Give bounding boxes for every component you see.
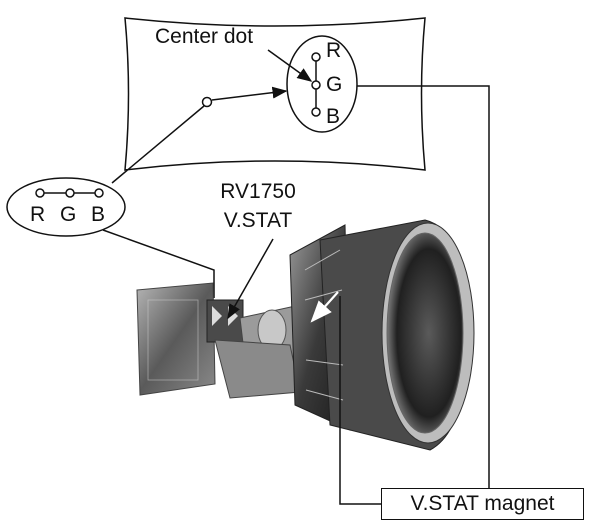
beam-dot-r [35, 188, 45, 198]
center-dot-label: Center dot [155, 25, 254, 48]
screen-g-label: G [326, 73, 343, 96]
screen-dot-b [311, 107, 321, 117]
screen-dot-r [311, 52, 321, 62]
screen-to-magnet-line [357, 85, 490, 488]
beam-to-board-line [102, 229, 215, 298]
screen-dot-ellipse [286, 35, 358, 133]
magnet-callout-box: V.STAT magnet [381, 488, 584, 520]
beam-r-label: R [30, 203, 46, 226]
center-dot-leader [267, 49, 313, 82]
screen-dot-g [311, 80, 321, 90]
beam-link-line [111, 105, 205, 184]
beam-dot-b [94, 188, 104, 198]
screen-b-label: B [326, 105, 341, 128]
control-id-label: RV1750 [220, 180, 296, 203]
rv1750-leader [227, 238, 274, 320]
beam-g-label: G [60, 203, 77, 226]
crt-tube-illustration [136, 219, 475, 451]
screen-r-label: R [326, 39, 342, 62]
leader-dot [201, 96, 213, 108]
magnet-label: V.STAT magnet [410, 492, 555, 515]
magnet-leader-line [339, 296, 381, 505]
beam-dot-g [65, 188, 75, 198]
magnet-pointer-arrow [310, 291, 339, 323]
leader-arrow [211, 86, 288, 101]
beam-b-label: B [91, 203, 106, 226]
control-name-label: V.STAT [223, 209, 293, 232]
